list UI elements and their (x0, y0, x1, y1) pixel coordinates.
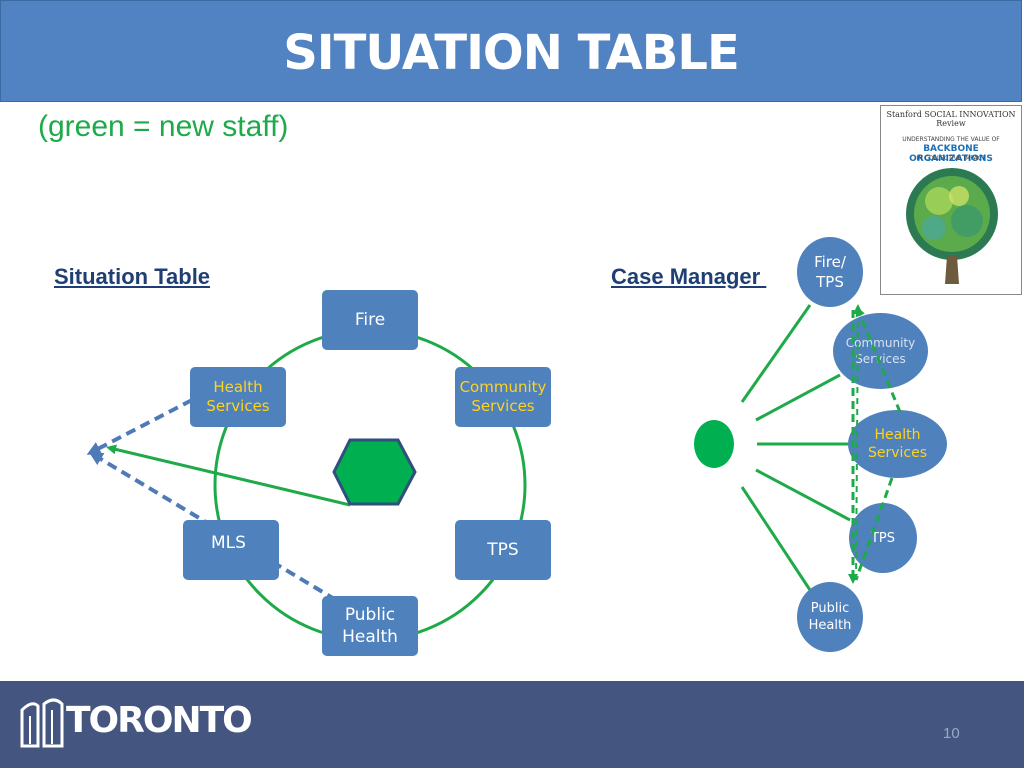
case-manager-dot (694, 420, 734, 468)
dashed-arrow-up-right (855, 306, 902, 413)
slide-title: SITUATION TABLE (283, 25, 740, 81)
node-public-health: Public Health (322, 596, 418, 656)
heading-case-manager: Case Manager (611, 264, 767, 289)
toronto-logo-text: TORONTO (66, 700, 253, 741)
node-health-services: Health Services (190, 367, 286, 427)
dashed-arrow-health-services (86, 398, 193, 455)
spoke-fire-tps (740, 304, 812, 403)
spoke-community-services (755, 373, 841, 422)
spoke-tps (755, 468, 851, 522)
cover-title: UNDERSTANDING THE VALUE OF (902, 136, 1000, 143)
title-bar: SITUATION TABLE (0, 0, 1022, 102)
spoke-public-health (740, 486, 812, 591)
cover-subtitle: IN COLLECTIVE IMPACT (916, 155, 986, 162)
footer-bar (0, 681, 1024, 768)
legend-note: (green = new staff) (38, 110, 289, 143)
backbone-organizations-cover: Stanford SOCIAL INNOVATION Review UNDERS… (880, 105, 1022, 295)
node-tps: TPS (455, 520, 551, 580)
city-hall-logo-icon (20, 698, 64, 748)
tree-illustration (906, 168, 998, 284)
dashed-arrow-lower (854, 477, 894, 581)
node-fire: Fire (322, 290, 418, 350)
cm-node-public-health: Public Health (797, 582, 863, 652)
cm-node-fire-tps: Fire/ TPS (797, 237, 863, 307)
new-staff-hexagon (332, 438, 417, 506)
node-community-services: Community Services (455, 367, 551, 427)
new-staff-arrow (106, 444, 351, 507)
dashed-arrow-up-left (852, 304, 863, 581)
page-number: 10 (943, 725, 960, 742)
cover-brand: Stanford SOCIAL INNOVATION Review (886, 110, 1016, 128)
cm-node-health-services: Health Services (848, 410, 947, 478)
cm-node-community-services: Community Services (833, 313, 928, 389)
heading-situation-table: Situation Table (54, 264, 211, 289)
cover-headline: BACKBONE ORGANIZATIONS (909, 144, 993, 164)
cm-node-tps: TPS (849, 503, 917, 573)
node-mls: MLS (183, 520, 279, 580)
